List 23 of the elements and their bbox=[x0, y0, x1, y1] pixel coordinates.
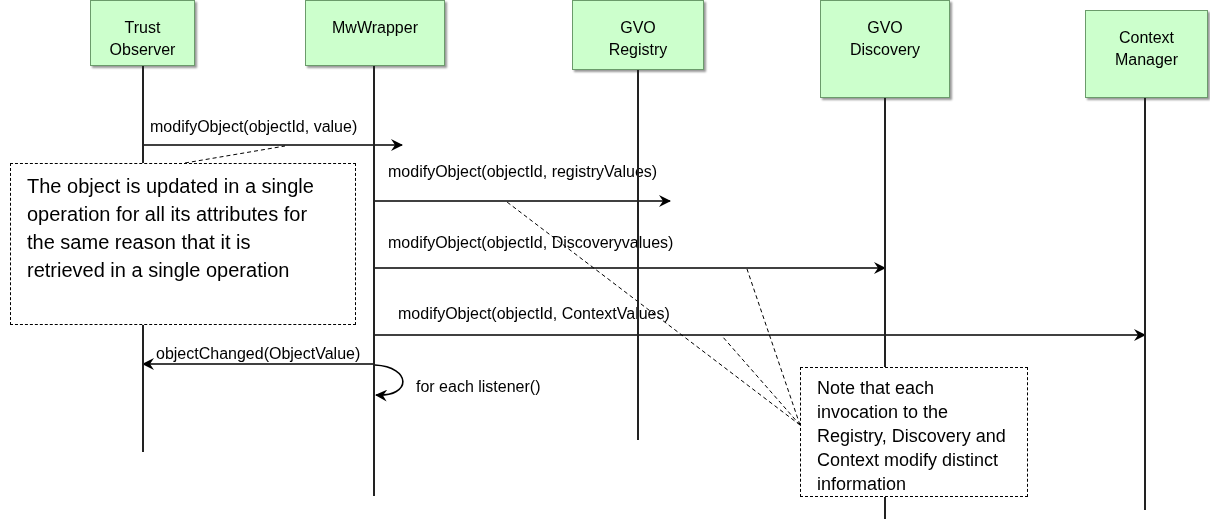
leader-line bbox=[506, 201, 801, 426]
note-box: Note that each invocation to the Registry, Discovery and Context modify distinct information bbox=[800, 367, 1028, 497]
note-box: The object is updated in a single operation for all its attributes for the same reason that it is retrieved in a single operation bbox=[10, 163, 356, 325]
message-label: objectChanged(ObjectValue) bbox=[156, 344, 361, 364]
message-arrow bbox=[373, 195, 671, 207]
lifeline bbox=[1144, 98, 1146, 510]
participant-box: Context Manager bbox=[1085, 10, 1208, 98]
lifeline bbox=[637, 70, 639, 440]
message-arrow bbox=[142, 139, 403, 151]
lifeline bbox=[884, 98, 886, 519]
message-arrow bbox=[373, 262, 886, 274]
participant-box: GVO Discovery bbox=[820, 0, 950, 98]
participant-box: GVO Registry bbox=[572, 0, 704, 70]
leader-line bbox=[721, 335, 801, 426]
self-call-arrow bbox=[374, 364, 404, 401]
leader-line bbox=[746, 268, 801, 426]
message-arrow bbox=[373, 329, 1146, 341]
message-label: for each listener() bbox=[416, 377, 541, 397]
message-arrow bbox=[142, 358, 375, 370]
participant-box: Trust Observer bbox=[90, 0, 195, 66]
lifeline bbox=[373, 66, 375, 496]
participant-box: MwWrapper bbox=[305, 0, 445, 66]
message-label: modifyObject(objectId, value) bbox=[150, 117, 358, 137]
